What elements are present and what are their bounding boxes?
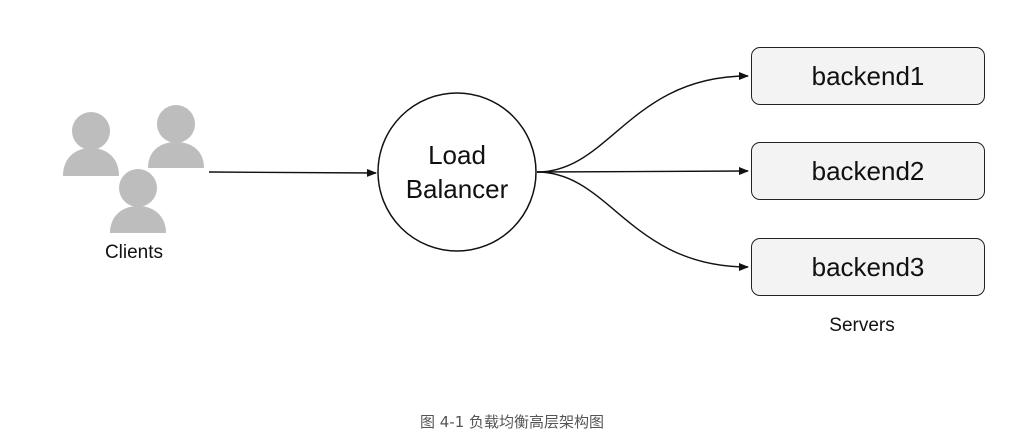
- load-balancer-label-line2: Balancer: [405, 174, 509, 204]
- figure-caption: 图 4-1 负载均衡高层架构图: [419, 413, 605, 431]
- load-balancer-node: [377, 92, 537, 252]
- server-box-backend2: backend2: [751, 142, 985, 200]
- lb-to-backend1-arrow: [536, 72, 749, 173]
- clients-label: Clients: [104, 242, 164, 263]
- server-box-backend1: backend1: [751, 47, 985, 105]
- clients-to-lb-arrow: [208, 168, 377, 177]
- user-icon-back-left: [63, 112, 119, 176]
- user-icon-front: [110, 169, 166, 233]
- user-icon-back-right: [148, 105, 204, 168]
- load-balancer-label: Load Balancer: [378, 138, 536, 206]
- lb-to-backend3-arrow: [536, 171, 749, 271]
- lb-to-backend2-arrow: [536, 167, 749, 176]
- server-box-backend3: backend3: [751, 238, 985, 296]
- servers-label: Servers: [829, 315, 895, 336]
- users-icon: [63, 105, 204, 233]
- server-label-backend2: backend2: [811, 155, 925, 186]
- load-balancer-label-line1: Load: [428, 140, 486, 170]
- server-label-backend1: backend1: [811, 60, 925, 91]
- server-label-backend3: backend3: [811, 251, 925, 282]
